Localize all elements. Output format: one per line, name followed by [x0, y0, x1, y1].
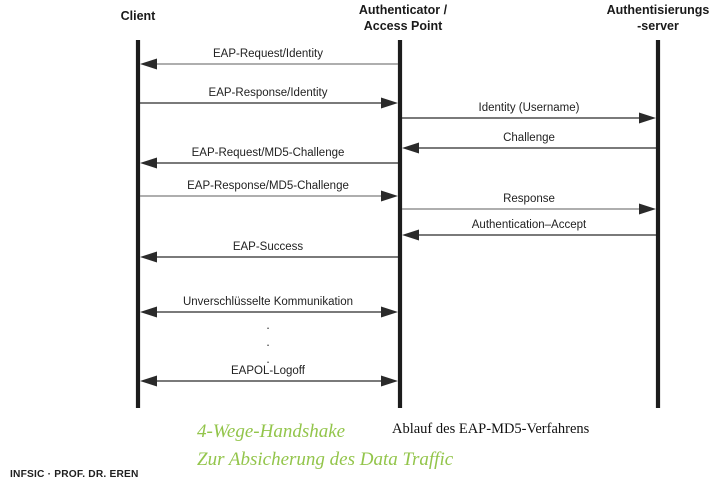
message-label: EAP-Response/Identity	[209, 87, 328, 99]
message-unverschluesselte-kommunikation: Unverschlüsselte Kommunikation	[140, 296, 398, 318]
message-identity-username: Identity (Username)	[402, 102, 656, 124]
message-label: EAP-Request/Identity	[213, 48, 323, 60]
actor-label-auth-server-line2: -server	[637, 19, 679, 33]
actor-label-authenticator-line1: Authenticator /	[359, 3, 448, 17]
caption-green-line2: Zur Absicherung des Data Traffic	[197, 449, 454, 470]
continuation-dot: ·	[266, 354, 270, 369]
arrowhead-left-icon	[402, 229, 419, 241]
arrowhead-right-icon	[381, 97, 398, 109]
message-label: EAPOL-Logoff	[231, 365, 306, 377]
message-label: EAP-Response/MD5-Challenge	[187, 180, 349, 192]
arrowhead-right-icon	[381, 375, 398, 387]
message-authentication-accept: Authentication–Accept	[402, 219, 656, 241]
message-eapol-logoff: EAPOL-Logoff	[140, 365, 398, 387]
continuation-dots: · · ·	[266, 320, 270, 369]
messages: EAP-Request/Identity EAP-Response/Identi…	[140, 48, 656, 387]
arrowhead-left-icon	[402, 142, 419, 154]
arrowhead-right-icon	[381, 190, 398, 202]
arrowhead-right-icon	[639, 112, 656, 124]
message-response: Response	[402, 193, 656, 215]
message-eap-response-md5-challenge: EAP-Response/MD5-Challenge	[140, 180, 398, 202]
message-label: Authentication–Accept	[472, 219, 587, 231]
arrowhead-left-icon	[140, 58, 157, 70]
actor-headers: Client Authenticator / Access Point Auth…	[121, 3, 710, 33]
message-label: Unverschlüsselte Kommunikation	[183, 296, 353, 308]
message-eap-success: EAP-Success	[140, 241, 398, 263]
arrowhead-left-icon	[140, 157, 157, 169]
message-eap-request-identity: EAP-Request/Identity	[140, 48, 398, 70]
message-label: EAP-Success	[233, 241, 304, 253]
caption-diagram-title: Ablauf des EAP-MD5-Verfahrens	[392, 421, 590, 437]
message-challenge: Challenge	[402, 132, 656, 154]
footer-attribution: INFSIC · PROF. DR. EREN	[10, 469, 139, 480]
actor-label-auth-server-line1: Authentisierungs	[607, 3, 710, 17]
arrowhead-right-icon	[381, 306, 398, 318]
arrowhead-left-icon	[140, 306, 157, 318]
actor-label-client: Client	[121, 9, 157, 23]
message-eap-request-md5-challenge: EAP-Request/MD5-Challenge	[140, 147, 398, 169]
message-label: Challenge	[503, 132, 555, 144]
arrowhead-left-icon	[140, 375, 157, 387]
message-eap-response-identity: EAP-Response/Identity	[140, 87, 398, 109]
caption-green-line1: 4-Wege-Handshake	[197, 421, 345, 442]
continuation-dot: ·	[266, 337, 270, 352]
message-label: Response	[503, 193, 555, 205]
arrowhead-left-icon	[140, 251, 157, 263]
lifelines	[135, 40, 661, 408]
captions: 4-Wege-Handshake Zur Absicherung des Dat…	[197, 421, 590, 470]
arrowhead-right-icon	[639, 203, 656, 215]
message-label: EAP-Request/MD5-Challenge	[192, 147, 345, 159]
message-label: Identity (Username)	[479, 102, 580, 114]
continuation-dot: ·	[266, 320, 270, 335]
actor-label-authenticator-line2: Access Point	[364, 19, 443, 33]
